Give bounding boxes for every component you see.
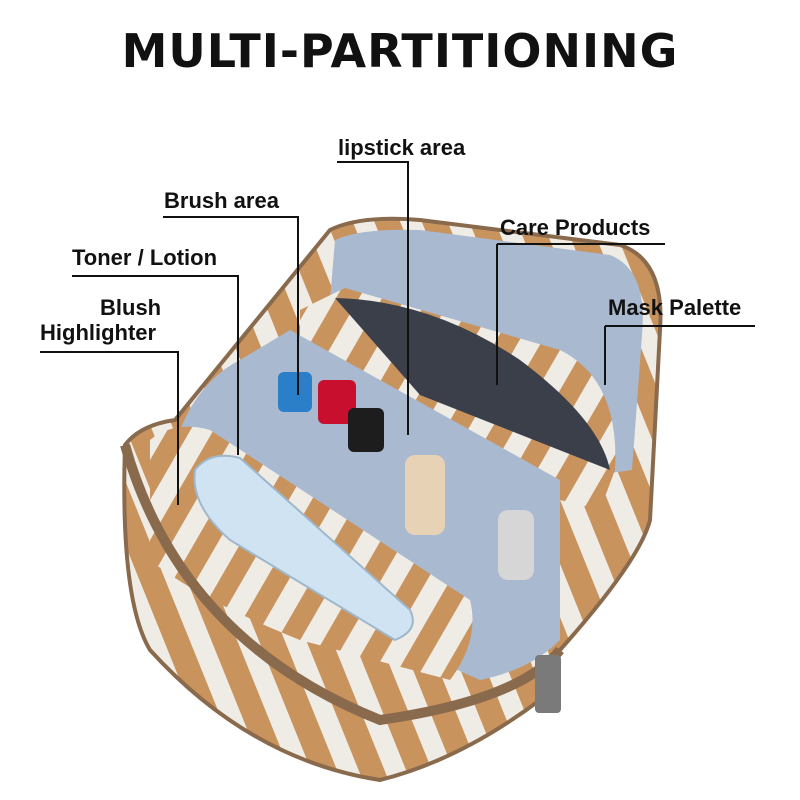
label-brush-area: Brush area <box>164 188 279 213</box>
zipper-pull <box>535 655 561 713</box>
label-highlighter: Highlighter <box>40 320 157 345</box>
blue-bottle <box>278 372 312 412</box>
spray-can <box>193 454 414 642</box>
label-mask-palette: Mask Palette <box>608 295 742 320</box>
label-blush: Blush <box>100 295 162 320</box>
label-toner-lotion: Toner / Lotion <box>72 245 218 270</box>
cream-bottle <box>405 455 445 535</box>
pointer-lines <box>40 161 755 505</box>
label-care-products: Care Products <box>500 215 651 240</box>
label-lipstick-area: lipstick area <box>338 135 466 160</box>
main-lining <box>170 330 560 680</box>
black-bottle <box>348 408 384 452</box>
silver-bottle <box>498 510 534 580</box>
page-title: MULTI-PARTITIONING <box>121 24 679 78</box>
red-bottle <box>318 380 356 424</box>
